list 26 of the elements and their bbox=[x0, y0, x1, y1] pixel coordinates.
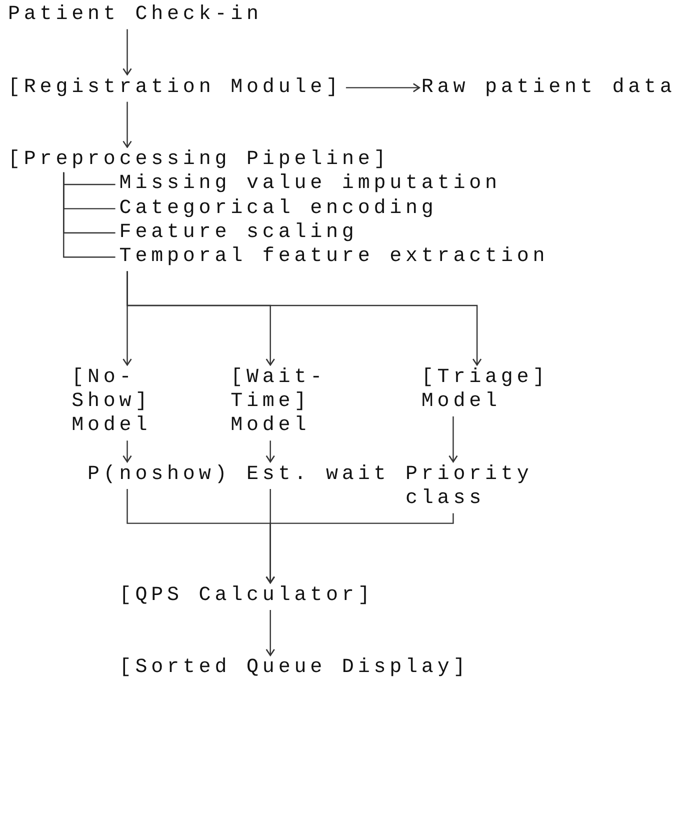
arrow bbox=[266, 610, 275, 656]
node-label: [QPS Calculator] bbox=[119, 584, 374, 608]
node-label: Est. wait bbox=[246, 462, 390, 487]
node-label: P(noshow) bbox=[88, 462, 231, 487]
arrow bbox=[122, 102, 132, 148]
node-label: Categorical encoding bbox=[119, 196, 438, 221]
node-label: Temporal feature extraction bbox=[119, 245, 549, 270]
arrow bbox=[122, 440, 132, 462]
node-label: Feature scaling bbox=[119, 220, 358, 245]
arrow bbox=[266, 513, 454, 584]
node-label: [Wait-Time] Model bbox=[230, 366, 406, 439]
node-label: [Preprocessing Pipeline] bbox=[8, 148, 390, 172]
node-label: Raw patient data bbox=[421, 76, 676, 100]
arrow bbox=[448, 416, 458, 462]
arrow bbox=[122, 29, 132, 76]
node-label: [Triage] Model bbox=[421, 366, 549, 414]
node-label: Priority class bbox=[406, 462, 533, 512]
node-label: [No-Show] Model bbox=[72, 366, 215, 439]
arrow bbox=[266, 440, 275, 462]
arrow bbox=[346, 83, 420, 92]
tree-line bbox=[63, 172, 116, 258]
node-label: Missing value imputation bbox=[119, 172, 501, 197]
arrow bbox=[126, 271, 482, 366]
node-label: [Registration Module] bbox=[8, 76, 342, 100]
node-label: [Sorted Queue Display] bbox=[119, 656, 470, 681]
node-label: Patient Check-in bbox=[8, 3, 262, 28]
